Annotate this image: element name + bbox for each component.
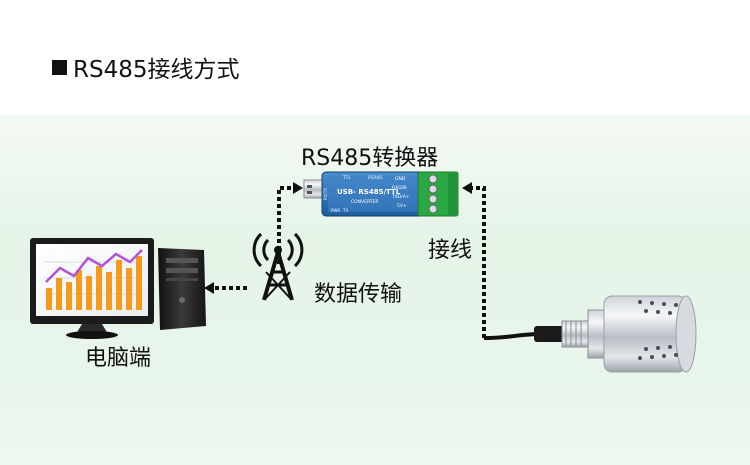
chart-bars	[46, 256, 142, 310]
converter-label: RS485转换器	[301, 146, 439, 171]
svg-text:TXD/A+: TXD/A+	[391, 194, 410, 200]
svg-text:CONVERTER: CONVERTER	[351, 199, 379, 205]
arrow-left-icon	[462, 182, 472, 194]
square-bullet-icon	[52, 59, 67, 75]
page-title-text: RS485接线方式	[73, 57, 240, 83]
pc-label: 电脑端	[85, 346, 152, 371]
wireless-antenna-icon	[252, 232, 304, 301]
svg-text:GND: GND	[395, 176, 406, 182]
computer-tower	[158, 248, 206, 330]
wiring-label: 接线	[428, 238, 473, 263]
svg-text:PWR: PWR	[331, 208, 340, 213]
arrow-right-icon	[293, 182, 303, 194]
svg-text:RS485: RS485	[368, 175, 383, 181]
arrow-left-icon-2	[204, 282, 214, 294]
svg-text:RX/TX: RX/TX	[323, 188, 328, 200]
usb-plug	[303, 179, 323, 199]
page-title: RS485接线方式	[52, 50, 239, 84]
svg-text:5V+: 5V+	[397, 203, 407, 209]
connection-lines	[204, 182, 486, 338]
temperature-sensor	[483, 295, 697, 373]
vent-holes	[638, 300, 678, 360]
svg-text:TTL: TTL	[342, 175, 351, 181]
terminal-block	[417, 171, 459, 217]
top-background	[0, 0, 750, 115]
svg-text:TX: TX	[342, 208, 348, 213]
computer-monitor	[30, 238, 154, 339]
rs485-converter: TTL RS485 USB- RS485/TTL CONVERTER PWR T…	[321, 171, 431, 217]
data-transfer-label: 数据传输	[314, 282, 403, 307]
svg-text:RXD/B-: RXD/B-	[392, 185, 408, 191]
svg-text:USB- RS485/TTL: USB- RS485/TTL	[337, 188, 401, 196]
